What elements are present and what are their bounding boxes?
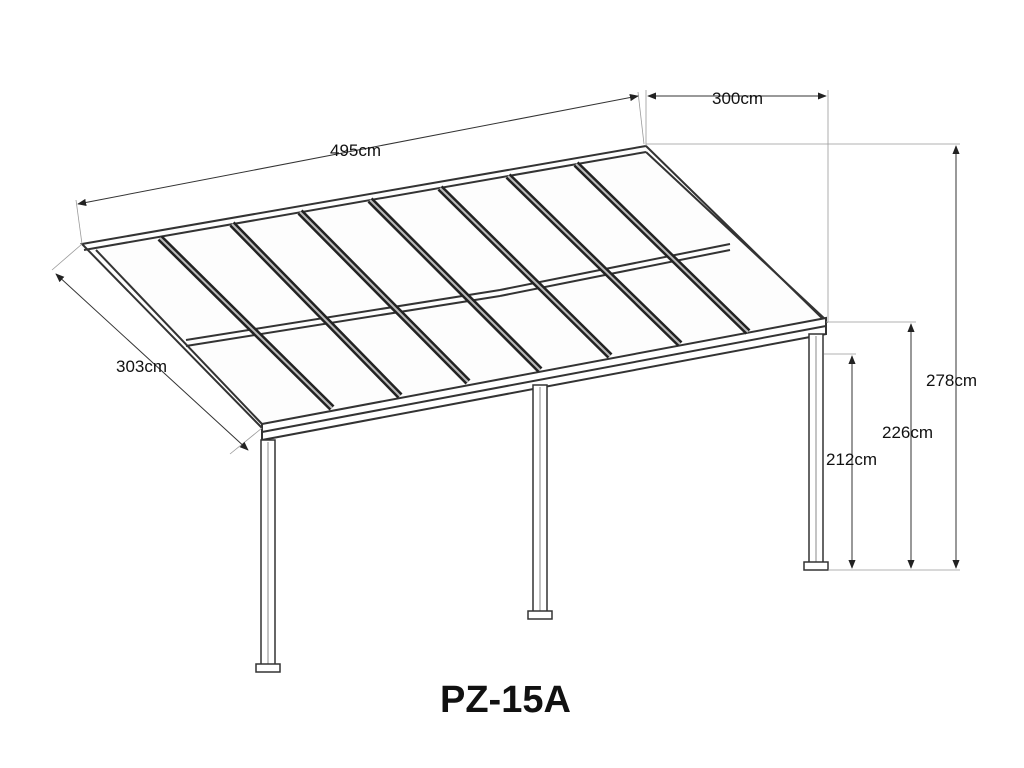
rafter-4-inner <box>369 199 541 371</box>
length-label: 495cm <box>330 141 381 160</box>
height-front-label: 226cm <box>882 423 933 442</box>
model-title: PZ-15A <box>440 679 571 721</box>
length-dim-line <box>77 93 639 207</box>
depth-side-ext-bottom <box>229 427 263 455</box>
depth-side-label: 303cm <box>116 357 167 376</box>
right-rail <box>645 151 827 321</box>
height-total-label: 278cm <box>926 371 977 390</box>
depth-side-dim-line <box>55 273 249 451</box>
dimension-depth-side: 303cm <box>51 243 263 455</box>
dimension-depth-top: 300cm <box>645 89 829 322</box>
post-middle-foot <box>527 610 553 620</box>
roof <box>79 144 829 442</box>
height-extensions <box>646 143 960 571</box>
dimension-height-front: 226cm <box>882 323 933 569</box>
length-ext-right <box>637 91 645 145</box>
dimension-length: 495cm <box>75 91 645 245</box>
dimension-height-total: 278cm <box>926 145 977 569</box>
post-left-foot <box>255 663 281 673</box>
dimension-height-clear: 212cm <box>826 355 877 569</box>
depth-top-label: 300cm <box>712 89 763 108</box>
depth-side-ext-top <box>51 243 83 271</box>
post-right-foot <box>803 561 829 571</box>
height-clear-label: 212cm <box>826 450 877 469</box>
length-ext-left <box>75 199 83 245</box>
rafter-3-inner <box>299 211 469 383</box>
rafter-5-inner <box>439 187 611 357</box>
front-beam-inner <box>261 325 827 433</box>
rafter-2-inner <box>231 223 401 397</box>
posts <box>255 333 829 673</box>
